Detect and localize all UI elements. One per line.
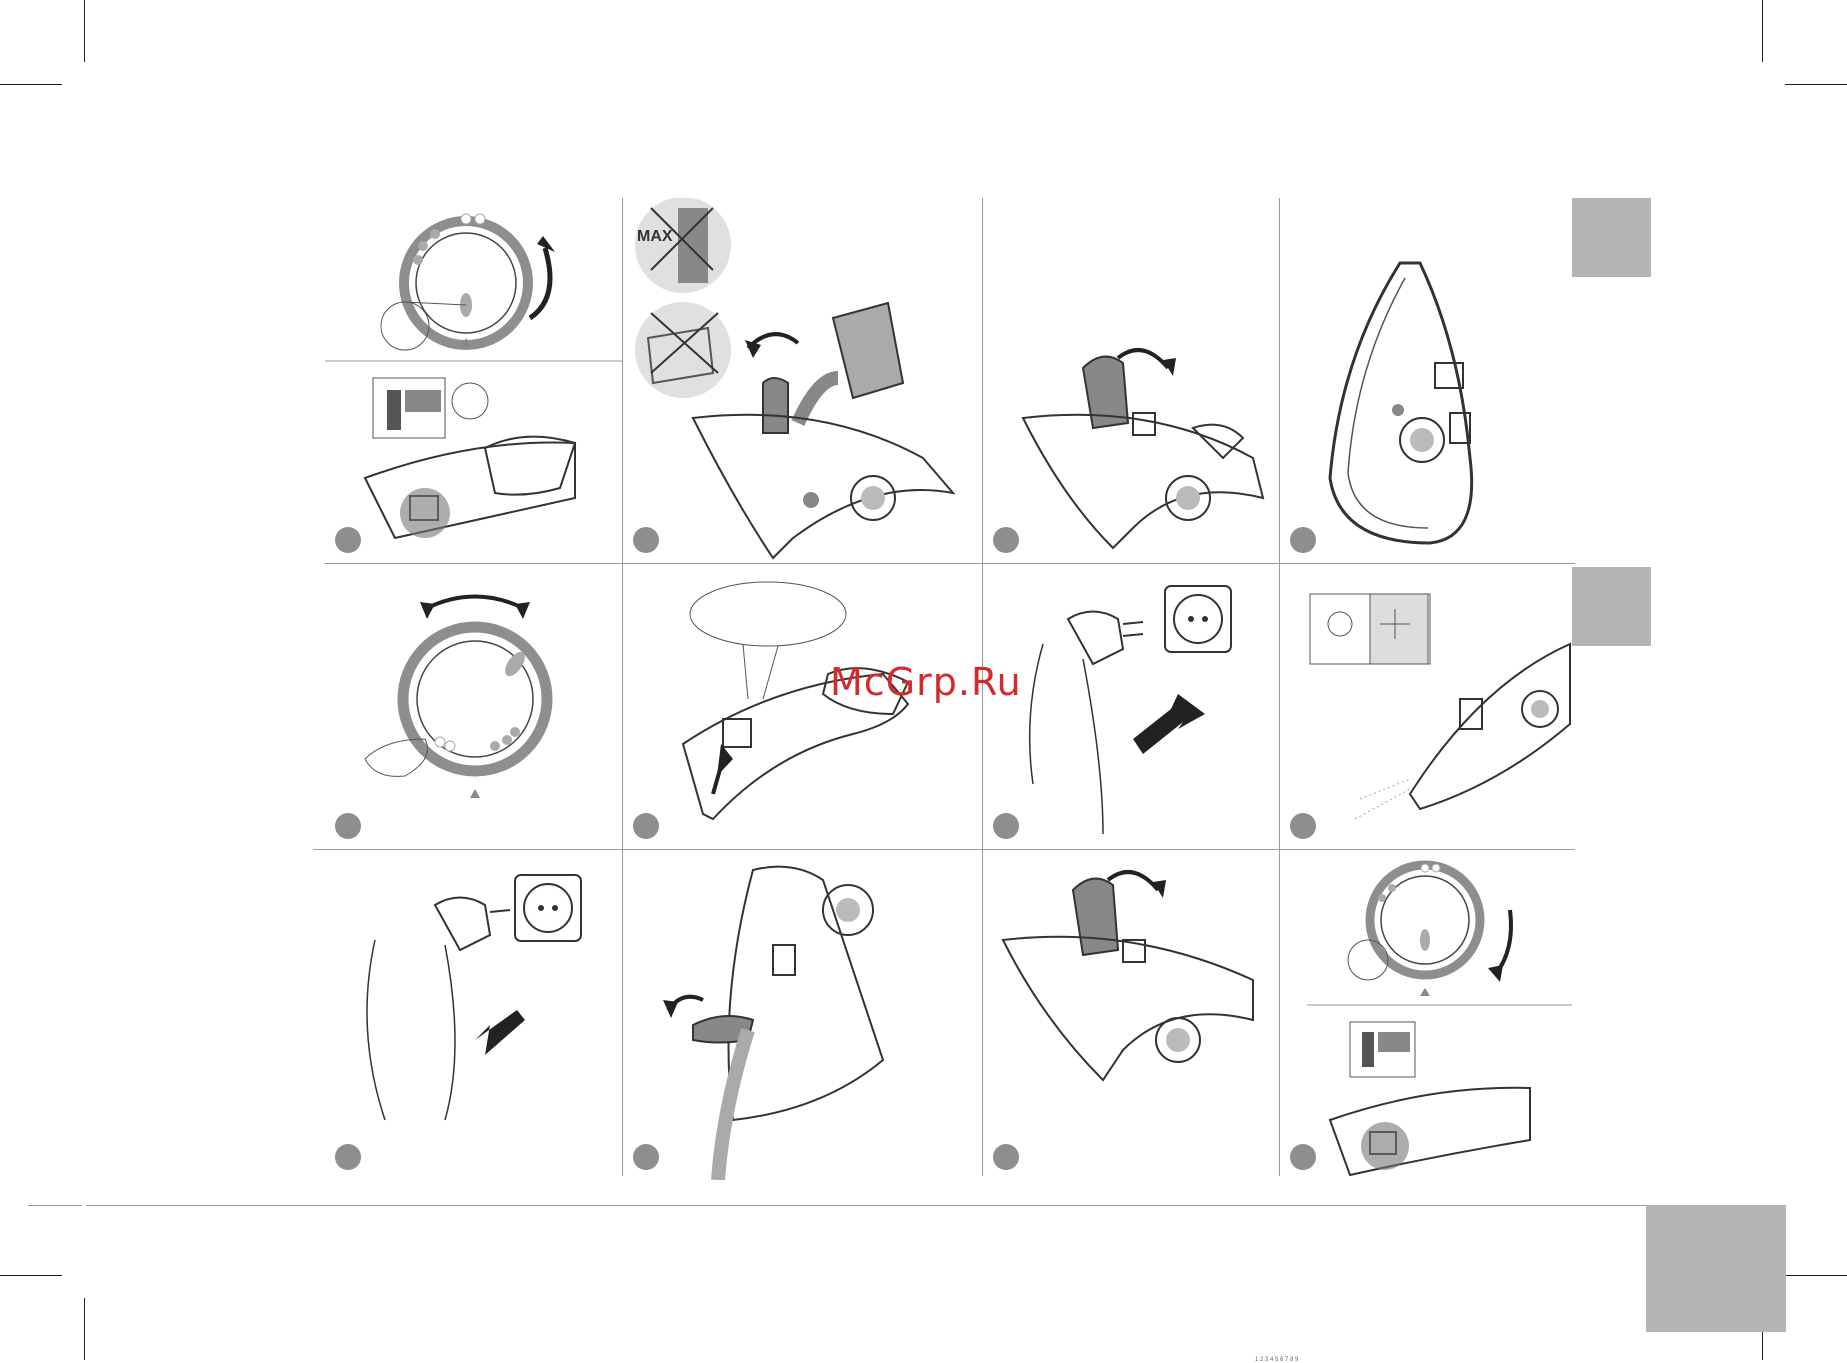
panel-unplug [325,850,622,1180]
max-label: MAX [637,228,673,245]
panel-plug-in [983,564,1279,849]
crop-mark [0,1275,62,1276]
panel-close-cap [983,198,1279,563]
panel-dial-turn-up [325,198,622,563]
crop-mark [1762,0,1763,62]
step-marker [633,527,659,553]
side-tab [1572,567,1651,646]
footer-text: 1 2 3 4 5 6 7 8 9 [1255,1357,1298,1363]
step-marker [1290,1144,1316,1170]
panel-steam-ironing [1280,564,1572,849]
step-marker [1290,527,1316,553]
bottom-divider [28,1205,82,1206]
panel-dial-turn-down [1280,850,1572,1180]
side-tab [1646,1205,1786,1332]
crop-mark [84,0,85,62]
panel-dial-select [325,564,622,849]
step-marker [633,813,659,839]
panel-empty-water [623,850,982,1180]
side-tab [1572,198,1651,277]
step-marker [993,813,1019,839]
watermark: McGrp.Ru [830,660,1022,704]
step-marker [335,527,361,553]
panel-close-cap-2 [983,850,1279,1180]
panel-steam-control [623,564,982,849]
step-marker [993,1144,1019,1170]
step-marker [335,1144,361,1170]
panel-fill-water: MAX [623,198,982,563]
panel-iron-upright [1280,198,1572,563]
step-marker [1290,813,1316,839]
step-marker [335,813,361,839]
step-marker [633,1144,659,1170]
step-marker [993,527,1019,553]
bottom-divider [86,1205,1646,1206]
crop-mark [84,1298,85,1360]
crop-mark [1785,84,1847,85]
crop-mark [0,84,62,85]
crop-mark [1785,1275,1847,1276]
